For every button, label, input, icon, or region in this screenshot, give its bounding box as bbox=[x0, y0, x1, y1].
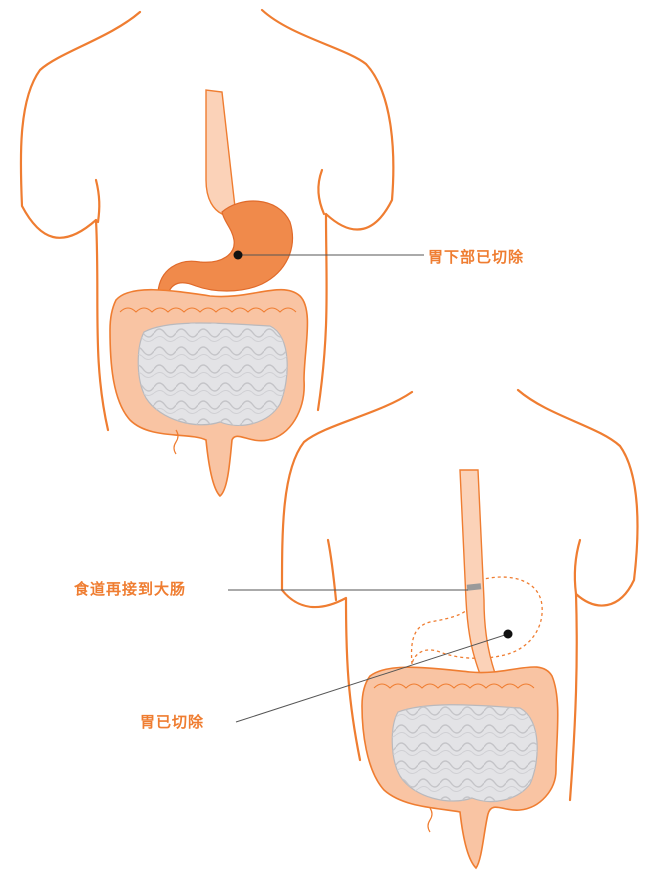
label-upper-stomach-removed: 胃下部已切除 bbox=[428, 246, 524, 267]
upper-esophagus bbox=[206, 90, 236, 216]
lower-figure bbox=[228, 390, 637, 868]
label-esophagus-reconnected: 食道再接到大肠 bbox=[74, 578, 186, 599]
label-stomach-removed: 胃已切除 bbox=[140, 711, 204, 732]
lower-marker-dot bbox=[504, 630, 513, 639]
upper-marker-dot bbox=[234, 251, 243, 260]
upper-figure bbox=[21, 10, 424, 496]
upper-stomach-remnant bbox=[158, 201, 292, 294]
